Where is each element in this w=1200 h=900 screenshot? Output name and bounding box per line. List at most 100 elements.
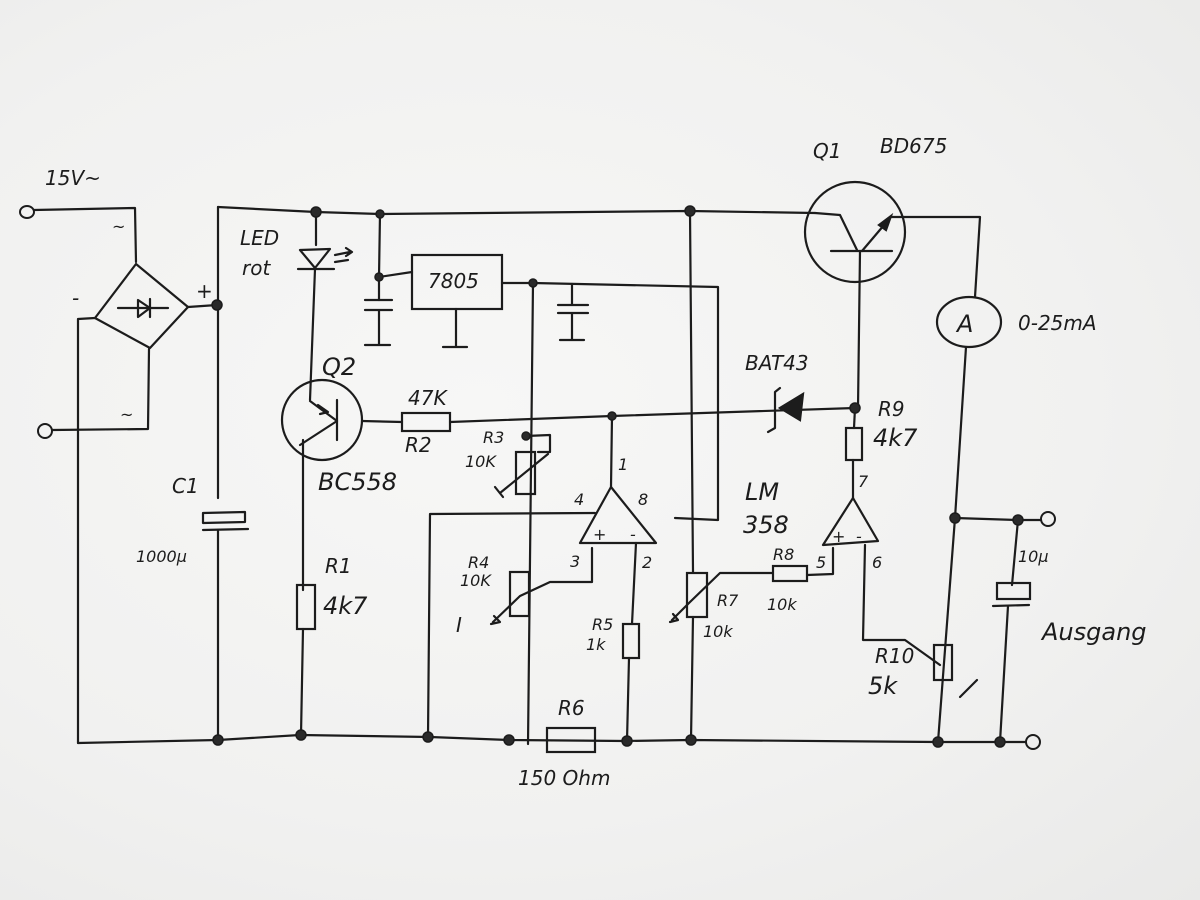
- r2-body: [400, 411, 452, 433]
- opamp1-pin1: 1: [618, 455, 628, 474]
- wire-bridge-minus: [76, 316, 97, 745]
- ac-mark-top: ~: [112, 217, 125, 236]
- wire-ammeter-output: [936, 345, 968, 744]
- q2-collector: [298, 419, 339, 447]
- q1-type: BD675: [880, 134, 947, 158]
- r8-value: 10k: [767, 595, 797, 614]
- r8-name: R8: [773, 545, 794, 564]
- q2-circle: [280, 378, 364, 462]
- r4-body: [508, 570, 531, 618]
- r5-body: [621, 622, 641, 660]
- output-label: Ausgang: [1040, 618, 1147, 646]
- junction: [849, 402, 861, 414]
- opamp1-pin4: 4: [574, 490, 584, 509]
- ammeter-symbol: A: [955, 310, 973, 338]
- q1-emitter-arrow-icon: [877, 212, 894, 232]
- opamp1-triangle: [578, 485, 658, 545]
- junction: [310, 206, 322, 218]
- q1-collector: [813, 211, 859, 252]
- r10-adjust-icon: [958, 678, 979, 699]
- opamp-label-line2: 358: [743, 511, 789, 539]
- input-terminal-top: [19, 205, 35, 219]
- opamp1-pin2: 2: [642, 553, 652, 572]
- resistor-r9: R9 4k7: [844, 397, 918, 500]
- junction: [521, 431, 531, 441]
- junction: [684, 205, 696, 217]
- r1-value: 4k7: [323, 592, 368, 620]
- transistor-q2: Q2 BC558: [280, 353, 404, 592]
- bridge-rectifier: - +: [72, 262, 219, 745]
- schottky-diode-bat43: BAT43: [745, 351, 809, 434]
- r7-name: R7: [717, 591, 739, 610]
- rail-top-left: [216, 205, 817, 216]
- resistor-r6: R6 150 Ohm: [518, 696, 610, 790]
- junction: [374, 272, 384, 282]
- c1-value: 1000µ: [136, 547, 187, 566]
- r4-name: R4: [468, 553, 489, 572]
- junction: [211, 299, 223, 311]
- q2-emitter: [308, 399, 339, 423]
- junction: [422, 731, 434, 743]
- output-section: 10µ Ausgang: [953, 511, 1147, 750]
- resistor-r5: R5 1k: [586, 615, 641, 743]
- c1-plate-bottom: [201, 527, 250, 532]
- opamp2-pin5: 5: [816, 553, 826, 572]
- r7-value: 10k: [703, 622, 733, 641]
- diode-cathode-bar: [766, 386, 782, 434]
- junction: [212, 734, 224, 746]
- r3-body: [514, 450, 537, 496]
- wire-pin6-r10: [861, 543, 942, 667]
- r3-name: R3: [483, 428, 504, 447]
- r2-name: R2: [405, 433, 432, 457]
- r6-value: 150 Ohm: [518, 766, 610, 790]
- r10-value: 5k: [868, 672, 898, 700]
- junction: [375, 209, 385, 219]
- input-terminal-bottom: [37, 423, 53, 439]
- junction: [949, 512, 961, 524]
- rail-bottom: [76, 733, 1027, 745]
- opamp1-minus: -: [630, 525, 636, 544]
- junction: [994, 736, 1006, 748]
- q1-name: Q1: [813, 139, 841, 163]
- junction: [295, 729, 307, 741]
- trimmer-r7: R7 10k: [668, 209, 774, 742]
- r3-adjust-icon: [498, 452, 550, 495]
- transistor-q1: Q1 BD675: [803, 134, 982, 410]
- bridge-minus: -: [72, 286, 79, 310]
- q2-name: Q2: [322, 353, 356, 381]
- junction: [528, 278, 538, 288]
- junction: [621, 735, 633, 747]
- diode-label: BAT43: [745, 351, 809, 375]
- wire-q1-ammeter: [889, 215, 982, 299]
- r9-name: R9: [878, 397, 905, 421]
- junction: [1012, 514, 1024, 526]
- potentiometer-r4: R4 10K I: [456, 546, 594, 637]
- junction: [607, 411, 617, 421]
- led-light-arrows: [333, 246, 354, 264]
- r6-name: R6: [558, 696, 585, 720]
- output-terminal-bottom[interactable]: [1025, 734, 1041, 750]
- r7-wiper: [670, 571, 774, 622]
- capacitor-output-icon: [556, 282, 590, 342]
- wire-regulator-output: [500, 281, 720, 522]
- output-cap-value: 10µ: [1018, 547, 1049, 566]
- wire-pin4-ground: [426, 511, 597, 739]
- resistor-r8: R8 10k: [767, 545, 835, 614]
- r1-name: R1: [325, 554, 352, 578]
- ammeter-range: 0-25mA: [1018, 311, 1097, 335]
- output-cap-plate-top: [995, 581, 1032, 601]
- trimmer-r3: R3 10K: [465, 428, 552, 499]
- resistor-r2: 47K R2: [400, 386, 857, 457]
- wire-input-top: [32, 206, 138, 264]
- q1-circle: [803, 180, 907, 284]
- opamp-label-line1: LM: [745, 478, 779, 506]
- output-terminal-top[interactable]: [1040, 511, 1056, 527]
- bridge-outline: [93, 262, 190, 350]
- opamp1-pin3: 3: [570, 552, 580, 571]
- opamp1-pin8: 8: [638, 490, 648, 509]
- ac-input: 15V~ ~ ~: [19, 166, 151, 439]
- r5-value: 1k: [586, 635, 606, 654]
- c1-name: C1: [172, 474, 199, 498]
